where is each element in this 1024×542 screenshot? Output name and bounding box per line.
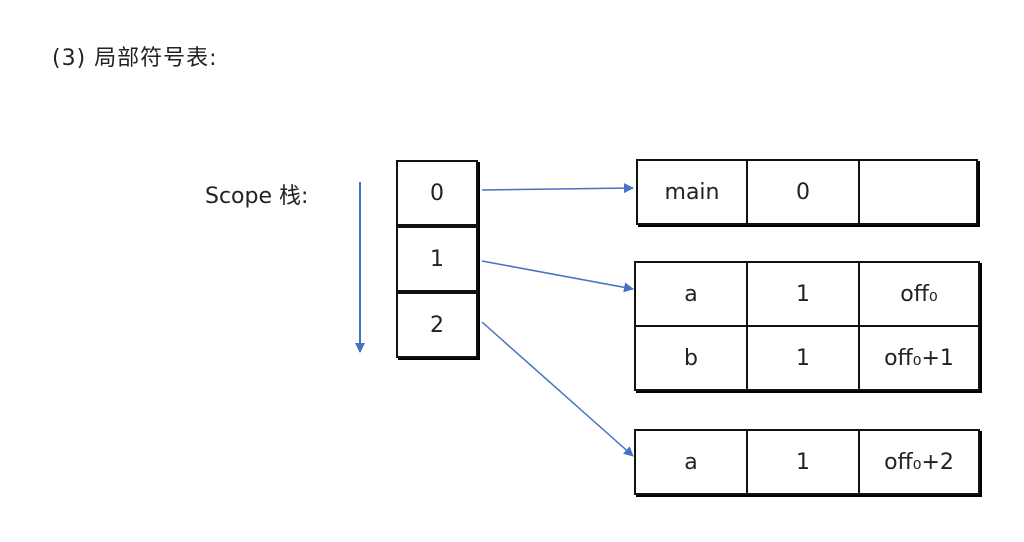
table1-row1-name: b [634,325,748,391]
pointer-arrow-2 [481,321,634,457]
table0-row0-level: 0 [746,159,860,225]
table1-row0-level: 1 [746,261,860,327]
table2-row0-offset: off₀+2 [858,429,980,495]
section-heading: (3) 局部符号表: [52,46,218,71]
pointer-arrow-1 [481,260,634,293]
table1-row0-name: a [634,261,748,327]
table0-row0-offset [858,159,978,225]
scope-stack-label: Scope 栈: [205,184,309,209]
table1-row1-level: 1 [746,325,860,391]
stack-cell-0: 0 [396,160,478,226]
table1-row1-offset: off₀+1 [858,325,980,391]
table2-row0-name: a [634,429,748,495]
stack-cell-1: 1 [396,226,478,292]
pointer-arrow-0 [481,183,634,194]
table1-row0-offset: off₀ [858,261,980,327]
table0-row0-name: main [636,159,748,225]
table2-row0-level: 1 [746,429,860,495]
stack-cell-2: 2 [396,292,478,358]
